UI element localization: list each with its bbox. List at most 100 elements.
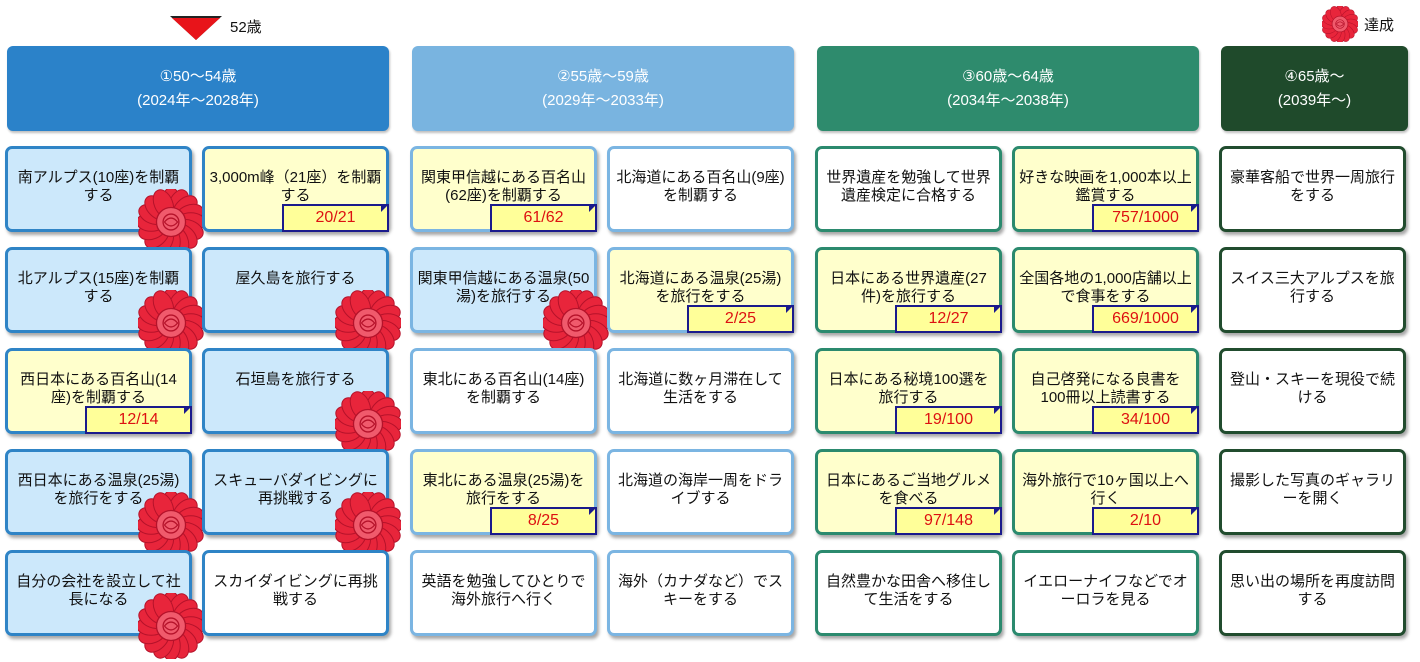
rosette-icon xyxy=(138,492,204,558)
goal-card[interactable]: 海外（カナダなど）でスキーをする xyxy=(607,550,794,636)
goal-card[interactable]: イエローナイフなどでオーロラを見る xyxy=(1012,550,1199,636)
rosette-icon xyxy=(138,189,204,255)
goal-text: 石垣島を旅行する xyxy=(235,371,356,388)
progress-counter: 12/14 xyxy=(85,406,192,434)
goal-text: 3,000m峰（21座）を制覇する xyxy=(209,169,382,204)
progress-counter: 34/100 xyxy=(1092,406,1199,434)
progress-counter: 61/62 xyxy=(490,204,597,232)
goal-text: 海外旅行で10ヶ国以上へ行く xyxy=(1022,472,1189,507)
rosette-icon xyxy=(543,290,609,356)
progress-counter: 2/25 xyxy=(687,305,794,333)
goal-text: 日本にある秘境100選を旅行する xyxy=(828,371,989,406)
goal-card[interactable]: スキューバダイビングに再挑戦する xyxy=(202,449,401,558)
goal-text: 東北にある温泉(25湯)を旅行をする xyxy=(422,472,585,507)
goal-text: 海外（カナダなど）でスキーをする xyxy=(617,573,783,608)
group-header-4: ④65歳～ (2039年～) xyxy=(1221,46,1408,131)
goal-text: 北アルプス(15座)を制覇する xyxy=(17,270,180,305)
group-years: (2024年～2028年) xyxy=(137,91,259,109)
group-title: ③60歳～64歳 xyxy=(962,67,1054,85)
goal-text: 関東甲信越にある百名山(62座)を制覇する xyxy=(420,169,586,204)
goal-text: 屋久島を旅行する xyxy=(235,270,356,287)
progress-counter: 12/27 xyxy=(895,305,1002,333)
goal-text: 西日本にある温泉(25湯)を旅行をする xyxy=(17,472,180,507)
goal-text: 全国各地の1,000店舗以上で食事をする xyxy=(1019,270,1192,305)
current-age-label: 52歳 xyxy=(230,19,262,36)
goal-text: スカイダイビングに再挑戦する xyxy=(213,573,378,608)
goal-card[interactable]: 豪華客船で世界一周旅行をする xyxy=(1219,146,1406,232)
progress-counter: 2/10 xyxy=(1092,507,1199,535)
progress-counter: 20/21 xyxy=(282,204,389,232)
goal-text: 思い出の場所を再度訪問する xyxy=(1229,573,1395,608)
progress-counter: 757/1000 xyxy=(1092,204,1199,232)
goal-text: 西日本にある百名山(14座)を制覇する xyxy=(20,371,177,406)
goal-card[interactable]: 西日本にある温泉(25湯)を旅行をする xyxy=(5,449,204,558)
rosette-icon xyxy=(1322,6,1358,42)
group-title: ④65歳～ xyxy=(1284,67,1345,85)
group-years: (2039年～) xyxy=(1277,91,1352,109)
group-header-1: ①50～54歳 (2024年～2028年) xyxy=(7,46,389,131)
progress-counter: 669/1000 xyxy=(1092,305,1199,333)
goal-card[interactable]: 石垣島を旅行する xyxy=(202,348,401,457)
goal-card[interactable]: 自然豊かな田舎へ移住して生活をする xyxy=(815,550,1002,636)
goal-text: イエローナイフなどでオーロラを見る xyxy=(1023,573,1188,608)
goal-text: 英語を勉強してひとりで海外旅行へ行く xyxy=(421,573,586,608)
rosette-icon xyxy=(335,290,401,356)
goal-card[interactable]: 登山・スキーを現役で続ける xyxy=(1219,348,1406,434)
progress-counter: 97/148 xyxy=(895,507,1002,535)
goal-text: 北海道にある百名山(9座)を制覇する xyxy=(616,169,785,204)
progress-counter: 19/100 xyxy=(895,406,1002,434)
goal-text: 北海道にある温泉(25湯)を旅行をする xyxy=(619,270,782,305)
goal-text: 北海道の海岸一周をドライブする xyxy=(617,472,783,507)
goal-text: スイス三大アルプスを旅行する xyxy=(1230,270,1395,305)
goal-card[interactable]: 東北にある百名山(14座)を制覇する xyxy=(410,348,597,434)
group-years: (2034年～2038年) xyxy=(947,91,1069,109)
current-age-marker-icon xyxy=(172,18,220,40)
goal-text: 関東甲信越にある温泉(50湯)を旅行する xyxy=(417,270,590,305)
goal-text: 世界遺産を勉強して世界遺産検定に合格する xyxy=(826,169,991,204)
goal-card[interactable]: スイス三大アルプスを旅行する xyxy=(1219,247,1406,333)
goal-text: 日本にあるご当地グルメを食べる xyxy=(825,472,991,507)
rosette-icon xyxy=(335,391,401,457)
goal-card[interactable]: 自分の会社を設立して社長になる xyxy=(5,550,204,659)
goal-card[interactable]: 関東甲信越にある温泉(50湯)を旅行する xyxy=(410,247,609,356)
goal-card[interactable]: 世界遺産を勉強して世界遺産検定に合格する xyxy=(815,146,1002,232)
group-header-3: ③60歳～64歳 (2034年～2038年) xyxy=(817,46,1199,131)
goal-card[interactable]: 撮影した写真のギャラリーを開く xyxy=(1219,449,1406,535)
goal-card[interactable]: 北海道に数ヶ月滞在して生活をする xyxy=(607,348,794,434)
goal-text: 自己啓発になる良書を100冊以上読書する xyxy=(1030,371,1181,406)
goal-text: 南アルプス(10座)を制覇する xyxy=(17,169,180,204)
group-title: ②55歳～59歳 xyxy=(557,67,649,85)
goal-text: 好きな映画を1,000本以上鑑賞する xyxy=(1019,169,1192,204)
goal-text: 登山・スキーを現役で続ける xyxy=(1229,371,1395,406)
group-title: ①50～54歳 xyxy=(159,67,237,85)
goal-text: スキューバダイビングに再挑戦する xyxy=(213,472,378,507)
goal-card[interactable]: 屋久島を旅行する xyxy=(202,247,401,356)
goal-card[interactable]: 英語を勉強してひとりで海外旅行へ行く xyxy=(410,550,597,636)
progress-counter: 8/25 xyxy=(490,507,597,535)
goal-card[interactable]: スカイダイビングに再挑戦する xyxy=(202,550,389,636)
group-header-2: ②55歳～59歳 (2029年～2033年) xyxy=(412,46,794,131)
goal-text: 撮影した写真のギャラリーを開く xyxy=(1229,472,1395,507)
goal-card[interactable]: 北海道にある百名山(9座)を制覇する xyxy=(607,146,794,232)
goal-card[interactable]: 思い出の場所を再度訪問する xyxy=(1219,550,1406,636)
rosette-icon xyxy=(335,492,401,558)
group-years: (2029年～2033年) xyxy=(542,91,664,109)
legend: 達成 xyxy=(1322,6,1394,42)
goal-text: 日本にある世界遺産(27件)を旅行する xyxy=(830,270,987,305)
goal-card[interactable]: 北アルプス(15座)を制覇する xyxy=(5,247,204,356)
goal-card[interactable]: 北海道の海岸一周をドライブする xyxy=(607,449,794,535)
rosette-icon xyxy=(138,290,204,356)
goal-card[interactable]: 南アルプス(10座)を制覇する xyxy=(5,146,204,255)
